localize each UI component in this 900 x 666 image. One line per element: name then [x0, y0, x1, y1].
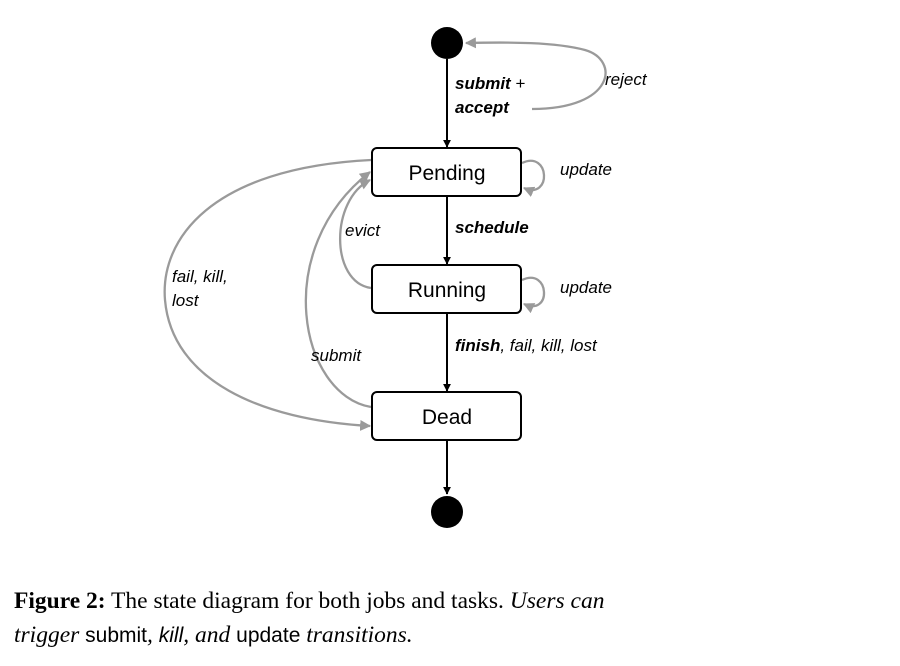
caption-cmd-kill: kill [158, 624, 184, 647]
caption-and: , and [183, 622, 237, 648]
label-evict: evict [345, 221, 381, 240]
label-finish: finish [455, 336, 500, 355]
label-submit: submit [455, 74, 512, 93]
caption-cmd-submit: submit [85, 624, 148, 647]
label-plus: + [511, 74, 526, 93]
label-finish-rest: , fail, kill, lost [500, 336, 598, 355]
edge-evict [339, 178, 372, 290]
state-running-label: Running [408, 279, 486, 302]
figure-caption: Figure 2: The state diagram for both job… [14, 584, 874, 653]
caption-italic-1: Users can [509, 588, 605, 614]
label-fail-kill: fail, kill, [172, 267, 228, 286]
final-node [431, 496, 463, 528]
state-pending-label: Pending [408, 162, 485, 185]
caption-end: transitions. [300, 622, 413, 648]
state-pending: Pending [371, 147, 522, 197]
label-schedule: schedule [455, 218, 529, 237]
label-reject: reject [605, 70, 648, 89]
initial-node [431, 27, 463, 59]
state-diagram: Pending Running Dead submit + accept rej… [163, 27, 648, 528]
caption-figure-label: Figure 2: [14, 588, 106, 614]
state-running: Running [371, 264, 522, 314]
edge-pending-fail-kill-lost [163, 158, 372, 431]
caption-italic-2: trigger [14, 622, 86, 648]
state-dead-label: Dead [422, 406, 472, 429]
label-lost: lost [172, 291, 200, 310]
label-submit-accept-line1: submit + [455, 74, 525, 93]
edge-update-pending-loop [521, 159, 546, 197]
edge-dead-submit [304, 171, 372, 409]
label-finish-line: finish, fail, kill, lost [455, 336, 598, 355]
label-submit-dead: submit [311, 346, 362, 365]
caption-text: The state diagram for both jobs and task… [105, 588, 510, 614]
caption-cmd-update: update [236, 624, 301, 647]
edge-update-running-loop [521, 276, 546, 314]
caption-comma: , [147, 622, 159, 648]
edge-reject-loop [464, 37, 607, 111]
label-accept: accept [455, 98, 510, 117]
label-update-running: update [560, 278, 612, 297]
label-update-pending: update [560, 160, 612, 179]
state-dead: Dead [371, 391, 522, 441]
